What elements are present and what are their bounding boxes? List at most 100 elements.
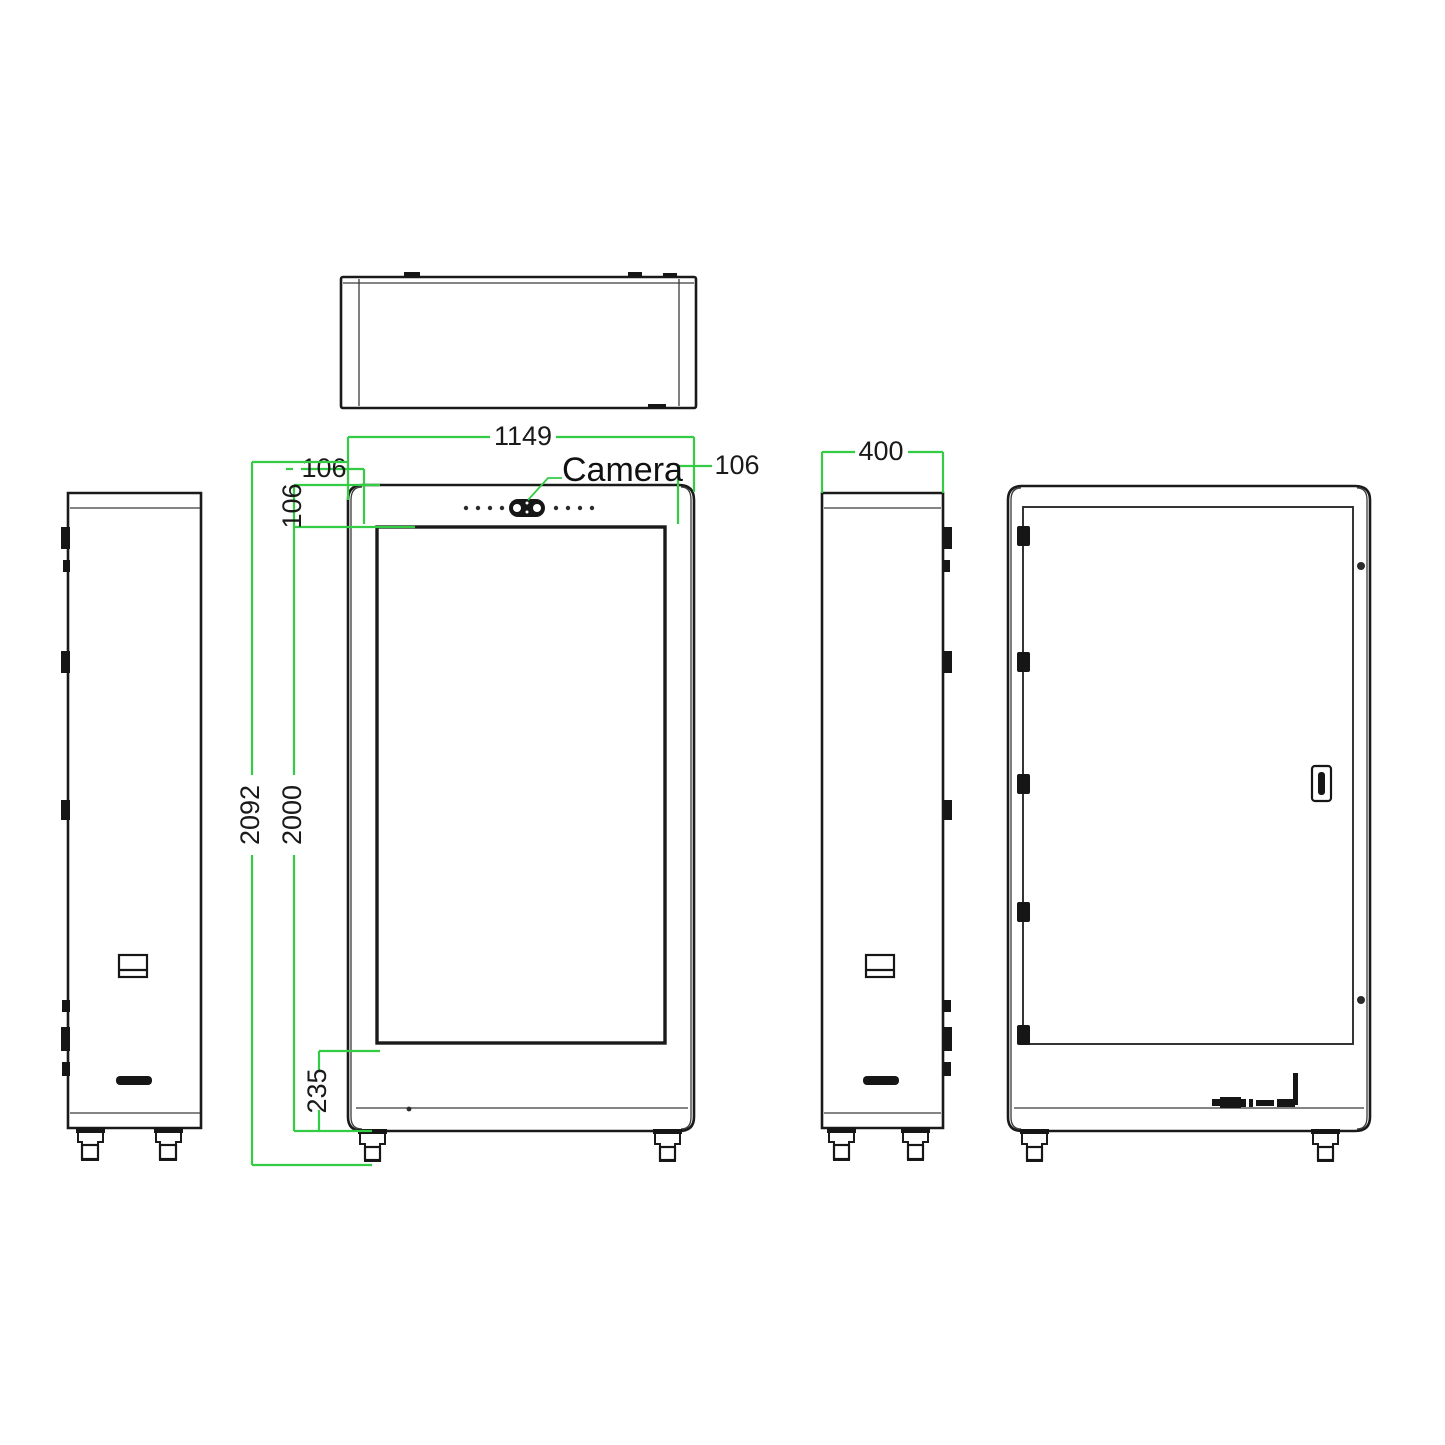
gland-tip <box>1212 1099 1221 1106</box>
sensor-dot <box>577 505 583 511</box>
right-side-hinge-7 <box>943 1062 951 1076</box>
rear-fixing-dot-top <box>1357 562 1365 570</box>
rear-cable-gland-assembly <box>1212 1073 1298 1108</box>
caster-wheel <box>158 1143 178 1161</box>
top-view-body <box>339 275 698 410</box>
caster-wheel <box>1316 1145 1335 1162</box>
left-side-slot <box>116 1076 152 1085</box>
left-side-hinge-1 <box>61 527 70 549</box>
caster-wheel <box>1025 1145 1044 1162</box>
caster-plate <box>1020 1129 1049 1134</box>
dimension-label-width-overall: 1149 <box>494 421 552 451</box>
dimension-bezel-top: 106 <box>277 483 415 529</box>
camera-lens-right <box>533 504 541 512</box>
caster-wheel <box>363 1145 382 1162</box>
rear-door-hinge-4 <box>1017 902 1030 922</box>
view-rear <box>1006 484 1372 1162</box>
rear-fixing-dot-bottom <box>1357 996 1365 1004</box>
top-view-tab-left <box>404 272 420 277</box>
left-side-hinge-7 <box>62 1062 70 1076</box>
caster-wheel <box>832 1143 851 1161</box>
rear-door-hinge-5 <box>1017 1025 1030 1045</box>
right-side-hinge-6 <box>943 1027 952 1051</box>
left-side-caster-rear <box>154 1127 183 1161</box>
dimension-label-bezel-top: 106 <box>277 483 307 528</box>
front-view-right-inner-edge <box>680 486 692 1130</box>
front-caster-right <box>653 1129 682 1162</box>
sensor-dot <box>475 505 481 511</box>
left-side-hinge-6 <box>61 1027 70 1051</box>
view-top <box>339 272 698 410</box>
right-side-hinge-3 <box>943 651 952 673</box>
dimension-label-height-overall: 2092 <box>235 785 265 845</box>
left-side-caster-front <box>76 1127 105 1161</box>
top-view-tab-right-2 <box>663 273 677 277</box>
left-side-vent-outline <box>117 953 149 979</box>
rear-view-right-inner-edge <box>1356 487 1368 1130</box>
right-side-slot <box>863 1076 899 1085</box>
rear-view-body <box>1006 484 1372 1133</box>
top-view-tab-right <box>628 272 642 277</box>
right-side-caster-front <box>827 1127 856 1161</box>
front-view-left-inner-edge <box>350 486 363 1130</box>
door-lock-keyhole <box>1318 772 1325 795</box>
dimension-bezel-left: 106 <box>286 453 366 524</box>
left-side-hinge-4 <box>61 800 70 820</box>
view-front <box>346 483 696 1162</box>
left-side-vent-label <box>117 953 149 979</box>
gland-body <box>1256 1100 1274 1106</box>
left-side-hinge-3 <box>61 651 70 673</box>
dimension-label-bezel-right: 106 <box>714 450 759 480</box>
dimension-height-overall: 2092 <box>235 460 372 1167</box>
rear-caster-right <box>1311 1129 1340 1162</box>
sensor-dot <box>487 505 493 511</box>
right-side-hinge-4 <box>943 800 952 820</box>
dimension-label-screen-bottom-gap: 235 <box>302 1068 332 1113</box>
caster-wheel <box>658 1145 677 1162</box>
left-side-hinge-5 <box>62 1000 70 1012</box>
dimension-depth-overall: 400 <box>820 436 945 493</box>
caster-wheel <box>80 1143 100 1161</box>
right-side-vent-label <box>864 953 896 979</box>
caster-plate <box>358 1129 387 1134</box>
sensor-dot <box>565 505 571 511</box>
gland-block-right <box>1277 1099 1295 1107</box>
dimension-label-bezel-left: 106 <box>301 453 346 483</box>
dimension-label-depth-overall: 400 <box>858 436 903 466</box>
rear-door-hinge-3 <box>1017 774 1030 794</box>
camera-leader-line <box>527 477 562 501</box>
camera-module-group <box>463 499 595 517</box>
front-view-small-hole <box>406 1106 412 1112</box>
rear-door-lock <box>1310 764 1333 803</box>
dimension-width-overall: 1149 <box>346 421 696 500</box>
dimension-height-body: 2000 <box>277 527 372 1133</box>
sensor-dot <box>589 505 595 511</box>
gland-antenna <box>1293 1073 1298 1105</box>
caster-plate <box>76 1128 105 1133</box>
caster-wheel <box>906 1143 925 1161</box>
camera-annotation: Camera <box>527 451 683 501</box>
right-side-hinge-2 <box>943 560 950 572</box>
caster-plate <box>154 1128 183 1133</box>
dimension-screen-bottom-gap: 235 <box>302 1049 380 1131</box>
sensor-dot <box>463 505 469 511</box>
camera-led-bottom <box>525 510 529 514</box>
sensor-dot <box>553 505 559 511</box>
right-side-caster-rear <box>901 1127 930 1161</box>
left-side-hinge-2 <box>63 560 70 572</box>
rear-view-left-inner-edge <box>1010 487 1022 1130</box>
right-side-hinge-1 <box>943 527 952 549</box>
camera-led-top <box>525 501 529 505</box>
camera-icon <box>509 499 545 517</box>
view-left-side <box>61 491 203 1161</box>
gland-block-left <box>1220 1097 1241 1108</box>
door-lock-outline <box>1310 764 1333 803</box>
caster-plate <box>901 1128 930 1133</box>
dimension-label-height-body: 2000 <box>277 785 307 845</box>
view-right-side <box>820 491 952 1161</box>
right-side-body <box>820 491 945 1130</box>
gland-segment-2 <box>1249 1099 1253 1107</box>
gland-segment-1 <box>1241 1099 1246 1107</box>
